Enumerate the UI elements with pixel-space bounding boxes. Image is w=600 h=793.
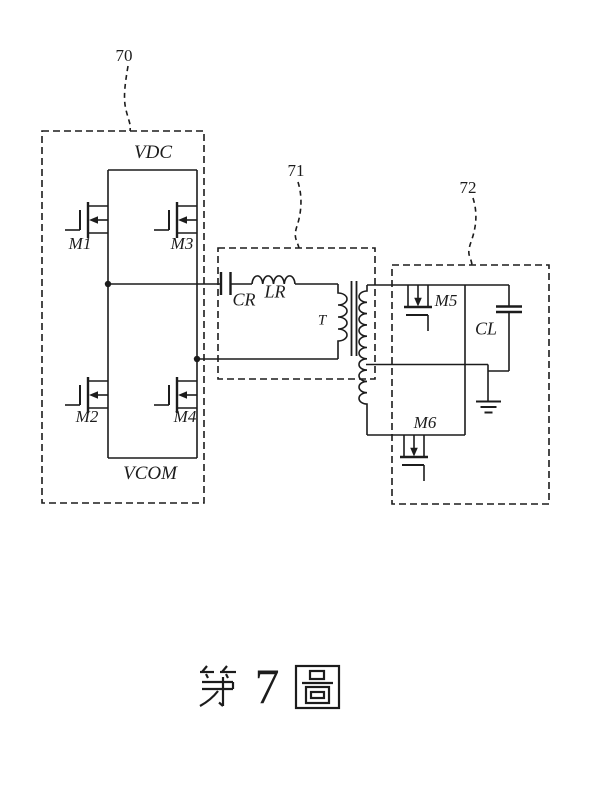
label-vcom: VCOM [123,463,177,484]
caption-char-di [199,665,236,707]
transformer-primary [337,284,348,359]
mosfet-m5 [404,285,432,331]
ref-label-72: 72 [459,178,477,197]
mosfet-m1 [65,202,108,238]
ref-label-70: 70 [115,46,133,65]
caption-figure-number: 7 [254,658,280,714]
transformer-t [337,281,368,435]
caption-char-tu [294,664,341,710]
label-lr: LR [264,281,286,302]
capacitor-cr [219,272,252,295]
block-70-box [41,130,205,504]
block-71-box [217,247,376,380]
mosfet-m6 [400,435,428,481]
label-cl: CL [474,318,498,339]
ground-icon [476,364,501,414]
capacitor-cl [488,285,522,372]
mosfet-m2 [65,377,108,413]
label-t: T [317,312,327,329]
label-vdc: VDC [134,142,172,163]
label-m5: M5 [434,291,458,310]
block-72-box [391,264,550,505]
leader-71 [294,181,302,249]
label-m1: M1 [68,234,92,253]
label-cr: CR [232,289,256,310]
bridge-frame [107,169,198,459]
label-m3: M3 [170,234,194,253]
mosfet-m3 [154,202,197,238]
label-m2: M2 [75,407,99,426]
transformer-secondary [358,285,368,435]
inductor-lr [251,275,338,285]
leader-70 [123,65,132,132]
label-m4: M4 [173,407,197,426]
mosfet-m4 [154,377,197,413]
leader-72 [468,197,477,266]
label-m6: M6 [413,413,437,432]
ref-label-71: 71 [287,161,305,180]
